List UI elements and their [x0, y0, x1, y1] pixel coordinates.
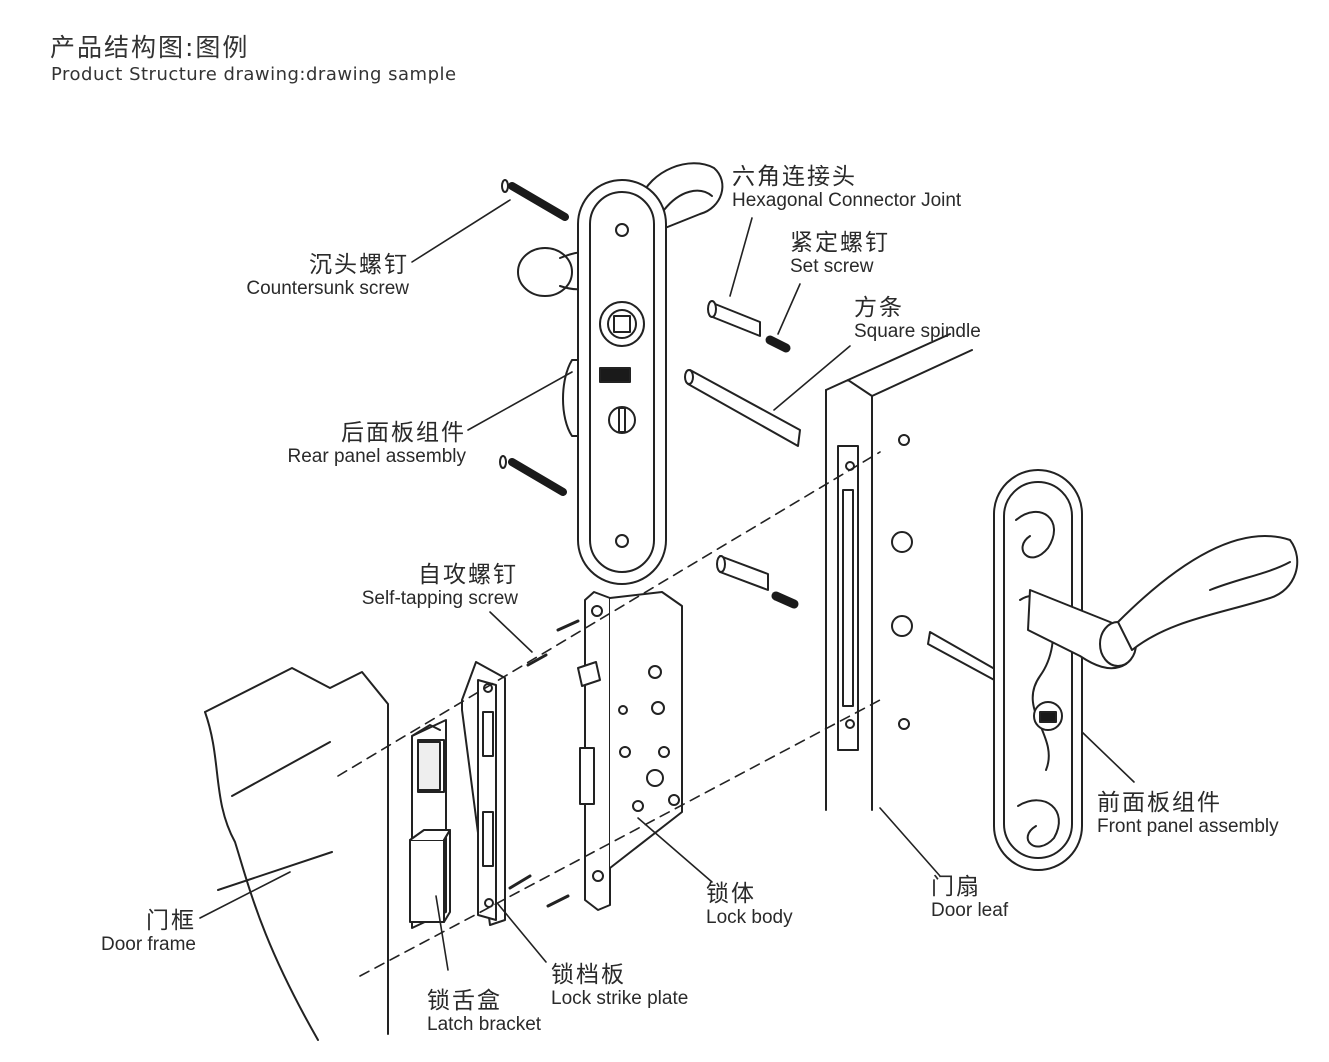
callout-lock-body: 锁体 Lock body: [706, 881, 793, 928]
callout-door-leaf: 门扇 Door leaf: [931, 874, 1009, 921]
rear-panel: [517, 162, 724, 585]
callout-self-tapping: 自攻螺钉 Self-tapping screw: [361, 562, 518, 609]
door-leaf: [825, 333, 973, 811]
square-spindles: [684, 369, 1001, 683]
callout-rear-panel: 后面板组件 Rear panel assembly: [287, 420, 466, 467]
callout-set-screw: 紧定螺钉 Set screw: [790, 230, 890, 277]
callout-strike-plate: 锁档板 Lock strike plate: [551, 962, 689, 1009]
leader-lines: [199, 199, 1135, 971]
page-subtitle: Product Structure drawing:drawing sample: [51, 64, 457, 85]
callout-front-panel: 前面板组件 Front panel assembly: [1097, 790, 1279, 837]
alignment-lines: [337, 451, 881, 977]
door-frame: [204, 667, 389, 1041]
strike-plate: [461, 661, 506, 926]
page-title: 产品结构图:图例: [50, 33, 250, 62]
hex-joints: [707, 300, 799, 609]
front-panel: [993, 469, 1299, 871]
self-tapping-screws: [508, 619, 580, 908]
callout-latch-bracket: 锁舌盒 Latch bracket: [427, 988, 542, 1035]
callout-countersunk: 沉头螺钉 Countersunk screw: [246, 252, 409, 299]
callout-square-spindle: 方条 Square spindle: [854, 295, 981, 342]
callout-door-frame: 门框 Door frame: [100, 908, 196, 955]
countersunk-screws: [499, 179, 569, 496]
callout-hex-joint: 六角连接头 Hexagonal Connector Joint: [732, 164, 962, 211]
latch-bracket: [409, 719, 451, 929]
lock-body: [577, 591, 683, 911]
